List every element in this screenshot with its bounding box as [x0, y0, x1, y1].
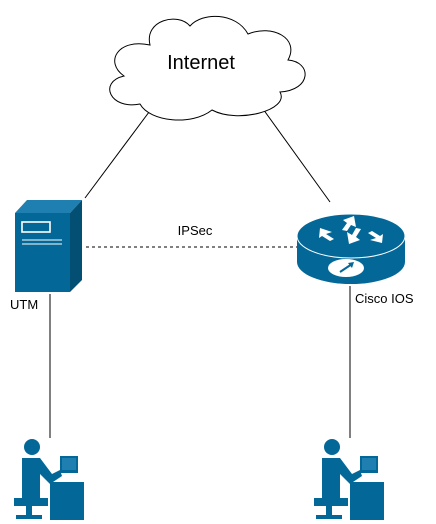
- server-tower-icon: [15, 200, 82, 292]
- cisco-ios-label: Cisco IOS: [355, 291, 414, 306]
- cloud-icon: [109, 15, 306, 121]
- connections: [49, 99, 351, 438]
- workstation-user-icon: [314, 439, 384, 520]
- utm-device: UTM: [10, 200, 82, 312]
- ipsec-label: IPSec: [178, 223, 213, 238]
- utm-internet-link: [84, 99, 159, 199]
- router-icon: [296, 213, 406, 284]
- utm-label: UTM: [10, 297, 38, 312]
- internet-router-link: [257, 101, 331, 203]
- right-workstation: [314, 439, 384, 520]
- left-workstation: [14, 439, 84, 520]
- internet-label: Internet: [167, 52, 235, 74]
- cisco-router-device: Cisco IOS: [296, 213, 414, 306]
- internet-cloud: Internet: [109, 15, 306, 121]
- workstation-user-icon: [14, 439, 84, 520]
